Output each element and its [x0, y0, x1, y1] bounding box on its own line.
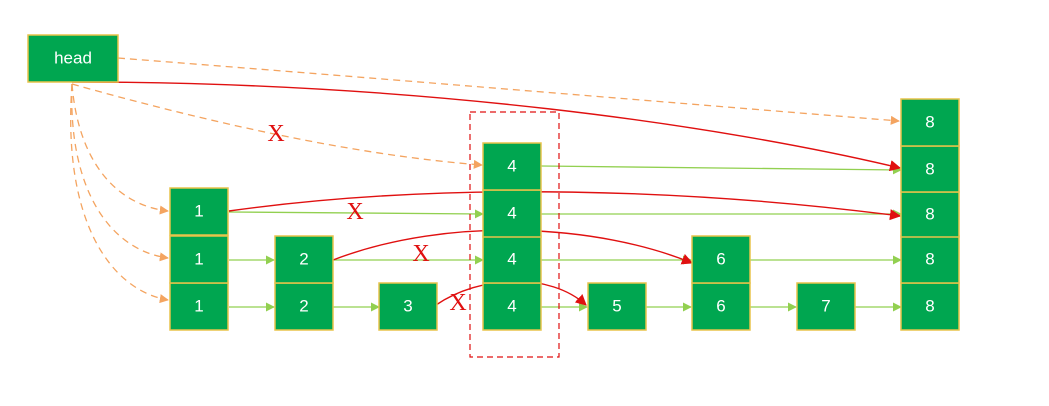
- svg-text:4: 4: [507, 297, 516, 316]
- node-l1-2: 2: [274, 282, 334, 331]
- node-l1-1: 1: [169, 282, 229, 331]
- head-link-l3: [71, 83, 169, 215]
- node-l3-1: 1: [169, 187, 229, 236]
- node-l5-8: 8: [900, 98, 960, 147]
- new-link-l4-head-8: [71, 81, 902, 172]
- head-node: head: [27, 34, 119, 83]
- link-l4-4-8: [540, 165, 902, 175]
- head-link-l4: [71, 83, 483, 169]
- svg-text:2: 2: [299, 297, 308, 316]
- node-l1-3: 3: [378, 282, 438, 331]
- svg-text:8: 8: [925, 205, 934, 224]
- svg-text:8: 8: [925, 250, 934, 269]
- node-l3-4: 4: [482, 189, 542, 238]
- svg-text:7: 7: [821, 297, 830, 316]
- head-label: head: [54, 49, 92, 68]
- node-l3-8: 8: [900, 191, 960, 238]
- svg-text:4: 4: [507, 204, 516, 223]
- node-l1-8: 8: [900, 282, 960, 331]
- svg-text:3: 3: [403, 297, 412, 316]
- node-l1-4: 4: [482, 282, 542, 331]
- x-mark-l3: X: [346, 199, 363, 225]
- svg-text:5: 5: [612, 297, 621, 316]
- node-l1-6: 6: [691, 282, 751, 331]
- new-link-l3-1-8: [228, 191, 902, 221]
- node-l2-4: 4: [482, 235, 542, 284]
- node-l4-4: 4: [482, 142, 542, 191]
- x-mark-l1: X: [449, 290, 466, 316]
- svg-text:2: 2: [299, 250, 308, 269]
- node-l2-1: 1: [169, 235, 229, 284]
- node-l2-6: 6: [691, 235, 751, 284]
- original-links: [228, 165, 902, 312]
- node-l1-5: 5: [587, 282, 647, 331]
- svg-text:6: 6: [716, 297, 725, 316]
- svg-text:1: 1: [194, 297, 203, 316]
- svg-text:8: 8: [925, 113, 934, 132]
- svg-text:6: 6: [716, 250, 725, 269]
- node-l2-2: 2: [274, 235, 334, 284]
- head-link-l1: [70, 83, 169, 304]
- x-mark-l4: X: [267, 121, 284, 147]
- svg-text:8: 8: [925, 160, 934, 179]
- svg-text:4: 4: [507, 157, 516, 176]
- svg-text:4: 4: [507, 250, 516, 269]
- node-l2-8: 8: [900, 235, 960, 284]
- head-link-l5: [117, 57, 900, 125]
- head-links: [70, 57, 900, 304]
- svg-text:1: 1: [194, 250, 203, 269]
- head-link-l2: [71, 83, 169, 262]
- link-l3-1-4: [228, 209, 484, 219]
- svg-text:1: 1: [194, 202, 203, 221]
- svg-text:8: 8: [925, 297, 934, 316]
- node-l1-7: 7: [796, 282, 856, 331]
- node-l4-8: 8: [900, 145, 960, 193]
- deleted-node-selection-box: [469, 111, 560, 358]
- x-mark-l2: X: [412, 241, 429, 267]
